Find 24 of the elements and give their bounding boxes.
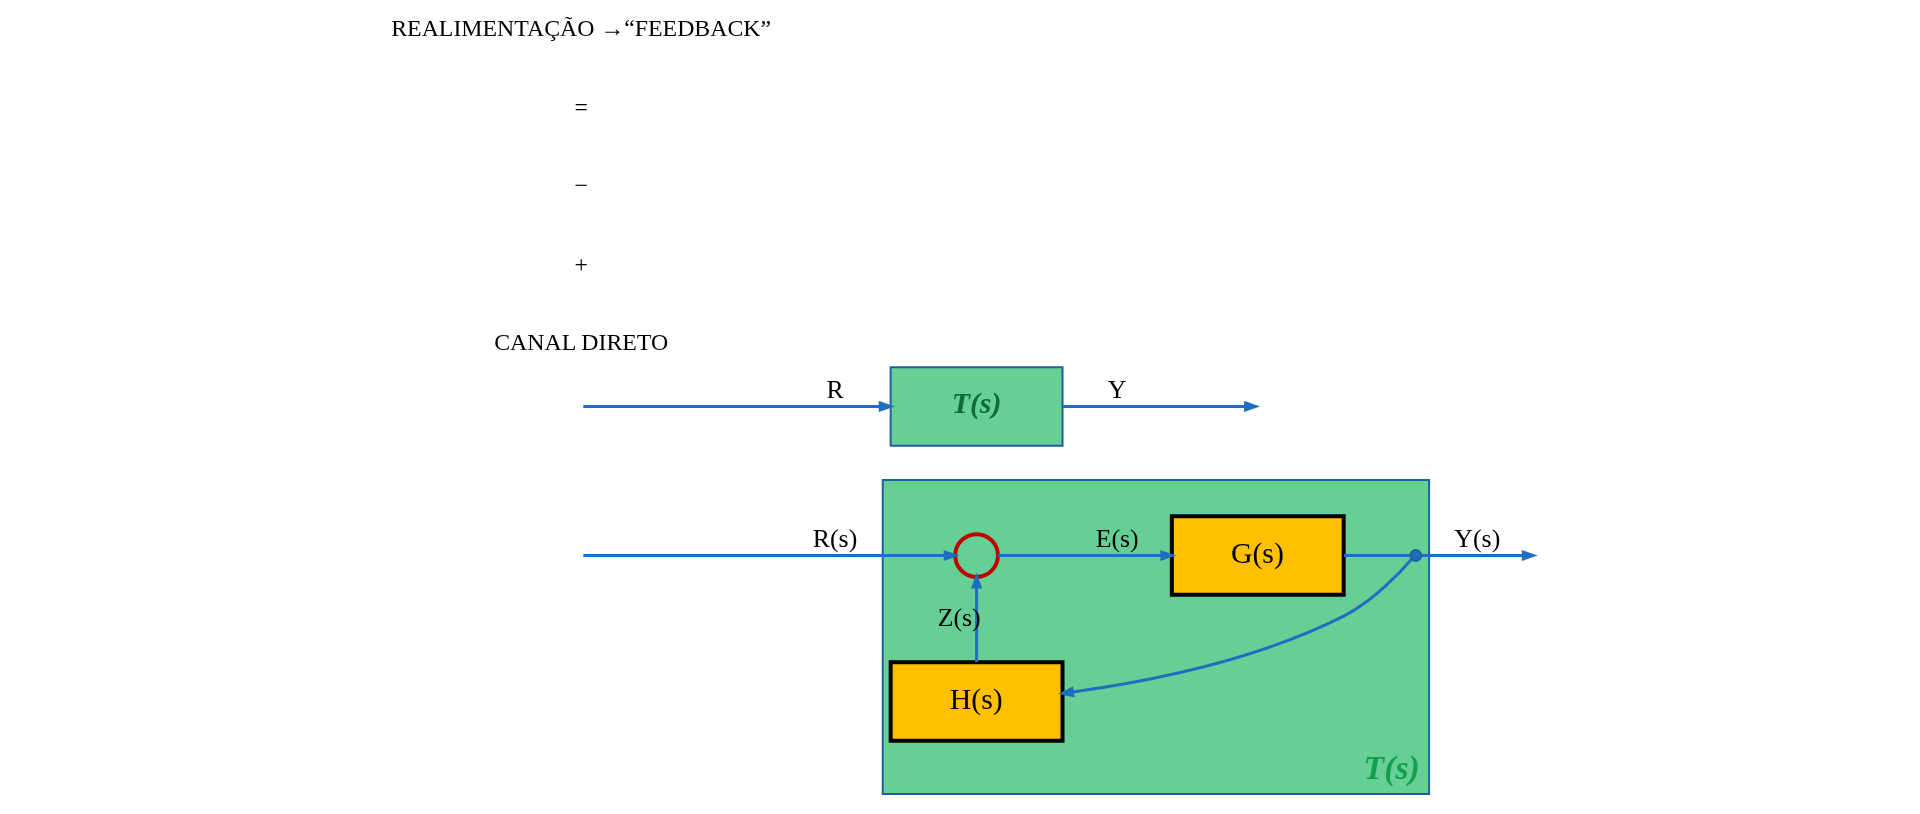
label: = (574, 93, 588, 120)
node-box: G(s) (1169, 514, 1346, 597)
node-box: T(s) (889, 366, 1064, 447)
arrow (1421, 549, 1538, 562)
edge-label: Y(s) (1454, 524, 1501, 554)
node-circle (953, 532, 1000, 579)
arrow (998, 549, 1177, 562)
edge-label: R(s) (812, 524, 858, 554)
label: − (574, 172, 588, 199)
node-circle (1409, 549, 1423, 562)
arrow (583, 549, 960, 562)
label: + (574, 250, 588, 277)
label: CANAL DIRETO (494, 329, 669, 356)
edge-label: E(s) (1095, 524, 1139, 554)
edge-label: R (826, 375, 844, 405)
arrow (1062, 400, 1260, 413)
edge-label: Y (1107, 375, 1127, 405)
connector (1344, 554, 1411, 557)
arrow (1058, 558, 1413, 698)
node-box: H(s) (888, 660, 1065, 743)
edge-label: Z(s) (937, 602, 981, 632)
arrow (971, 572, 983, 663)
label: REALIMENTAÇÃO →“FEEDBACK” (391, 15, 772, 42)
arrow (583, 400, 895, 413)
